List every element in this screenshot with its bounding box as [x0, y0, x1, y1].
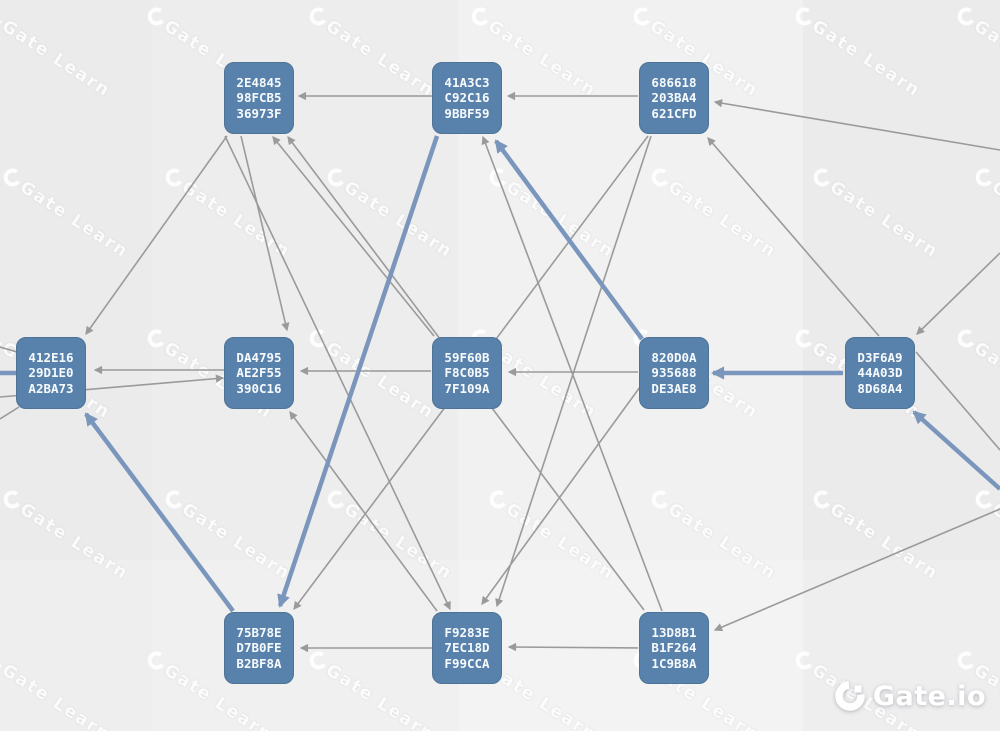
node-hash-line: DE3AE8 [651, 380, 697, 396]
gateio-logo-icon [835, 681, 865, 711]
node-hash-line: 820D0A [651, 349, 697, 365]
graph-edge-offscreen-right-to-n8 [912, 410, 1000, 491]
node-hash-line: 13D8B1 [651, 624, 697, 640]
node-hash-line: 59F60B [444, 349, 490, 365]
node-hash-line: C92C16 [444, 90, 490, 106]
graph-edge-offscreen-right-to-n11 [713, 508, 1000, 632]
node-hash-line: 1C9B8A [651, 655, 697, 671]
gateio-logo: Gate.io [833, 679, 986, 713]
graph-edge-n8-to-offscreen-right [915, 351, 1000, 451]
graph-edge-n3-to-n10 [495, 135, 652, 608]
graph-edge-n11-to-n2 [481, 135, 663, 612]
graph-edge-n7-to-n10 [481, 386, 641, 606]
graph-edge-offscreen-left-to-n4 [0, 406, 20, 420]
graph-edge-n8-to-n3 [707, 137, 880, 337]
graph-edge-offscreen-left-to-n4 [0, 346, 18, 353]
node-hash-line: DA4795 [236, 349, 282, 365]
node-hash-line: 36973F [236, 105, 282, 121]
graph-edge-n2-to-n9 [277, 135, 440, 608]
node-hash-line: 41A3C3 [444, 74, 490, 90]
node-hash-line: 8D68A4 [857, 380, 903, 396]
node-hash-line: D3F6A9 [857, 349, 903, 365]
node-hash-line: 686618 [651, 74, 697, 90]
graph-edge-n1-to-n4 [85, 135, 228, 336]
node-hash-line: F9283E [444, 624, 490, 640]
node-hash-line: F8C0B5 [444, 365, 490, 381]
graph-edge-n10-to-n5 [289, 410, 438, 612]
node-hash-line: 2E4845 [236, 74, 282, 90]
graph-edge-n1-to-n5 [240, 135, 290, 332]
node-hash-line: 98FCB5 [236, 90, 282, 106]
node-hash-line: D7B0FE [236, 640, 282, 656]
graph-edge-n11-to-n10 [507, 642, 639, 652]
graph-edge-offscreen-right-to-n8 [916, 252, 1000, 335]
graph-edge-n6-to-n1 [272, 136, 435, 337]
graph-edge-n1-to-n10 [224, 135, 451, 611]
node-hash-line: 29D1E0 [28, 365, 74, 381]
gateio-logo-text: Gate.io [872, 680, 986, 712]
node-hash-line: B2BF8A [236, 655, 282, 671]
node-hash-line: A2BA73 [28, 380, 74, 396]
graph-edge-n9-to-n4 [84, 412, 235, 613]
node-hash-line: F99CCA [444, 655, 490, 671]
node-hash-line: 390C16 [236, 380, 282, 396]
graph-edge-n7-to-n2 [494, 139, 644, 341]
node-hash-line: 75B78E [236, 624, 282, 640]
node-hash-line: B1F264 [651, 640, 697, 656]
node-hash-line: 412E16 [28, 349, 74, 365]
node-hash-line: 7EC18D [444, 640, 490, 656]
node-hash-line: 44A03D [857, 365, 903, 381]
node-hash-line: 7F109A [444, 380, 490, 396]
node-hash-line: 935688 [651, 365, 697, 381]
node-hash-line: AE2F55 [236, 365, 282, 381]
graph-edge-offscreen-right-to-n3 [713, 99, 1000, 151]
node-hash-line: 621CFD [651, 105, 697, 121]
node-hash-line: 9BBF59 [444, 105, 490, 121]
node-hash-line: 203BA4 [651, 90, 697, 106]
